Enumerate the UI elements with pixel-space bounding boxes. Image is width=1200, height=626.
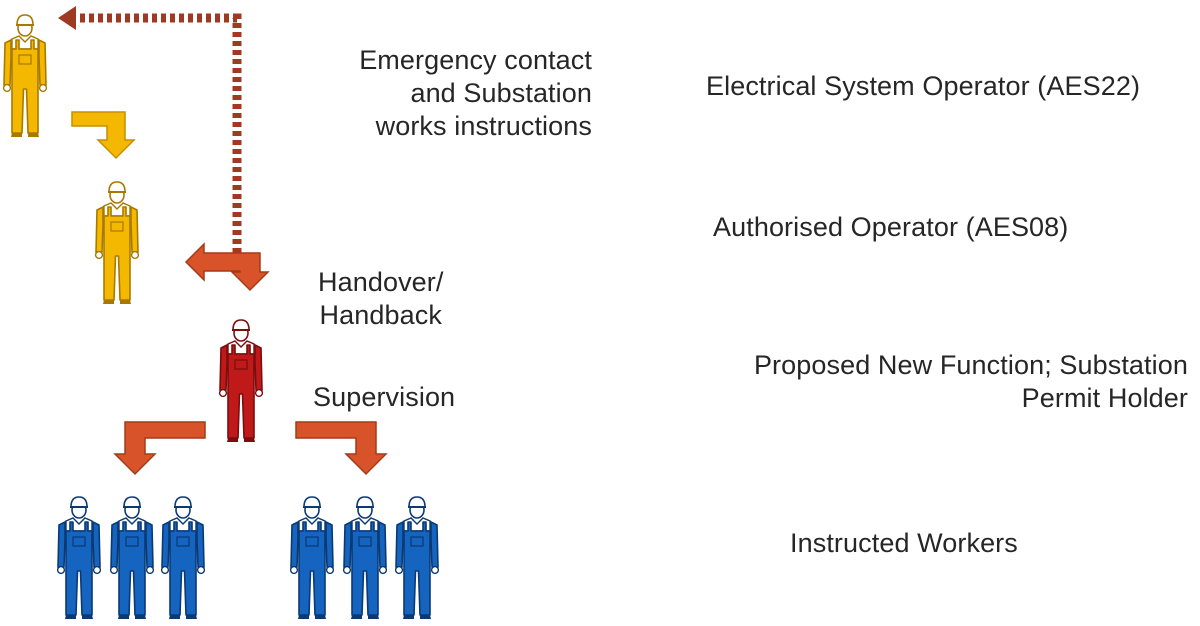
supervision-text: Supervision xyxy=(313,382,456,412)
curved-arrow-icon-supervision-right xyxy=(295,421,388,476)
worker-icon-instructed-6 xyxy=(394,496,440,619)
worker-icon-instructed-1 xyxy=(56,496,102,619)
worker-icon-eso xyxy=(2,14,48,137)
role-eso-text: Electrical System Operator (AES22) xyxy=(706,71,1141,101)
curved-arrow-icon-handover xyxy=(184,242,270,292)
worker-icon-permit-holder xyxy=(218,319,264,442)
dashed-arrow-head-icon xyxy=(58,6,76,30)
role-workers-text: Instructed Workers xyxy=(790,528,1018,558)
curved-arrow-icon-supervision-left xyxy=(113,421,206,476)
emergency-contact-label: Emergency contact and Substation works i… xyxy=(359,44,592,143)
handover-label: Handover/ Handback xyxy=(318,266,443,332)
role-label-permit-holder: Proposed New Function; Substation Permit… xyxy=(754,349,1188,415)
worker-icon-instructed-5 xyxy=(342,496,388,619)
dashed-arrow-icon xyxy=(70,13,242,262)
emergency-line-2: and Substation xyxy=(410,78,592,108)
curved-arrow-icon-yellow xyxy=(71,111,136,160)
worker-icon-instructed-3 xyxy=(160,496,206,619)
handover-line-2: Handback xyxy=(319,300,442,330)
role-ao-text: Authorised Operator (AES08) xyxy=(713,212,1069,242)
handover-line-1: Handover/ xyxy=(318,267,444,297)
worker-icon-ao xyxy=(94,181,140,304)
worker-icon-instructed-2 xyxy=(109,496,155,619)
role-label-ao: Authorised Operator (AES08) xyxy=(713,211,1068,244)
emergency-line-1: Emergency contact xyxy=(359,45,592,75)
role-permit-line-1: Proposed New Function; Substation xyxy=(753,350,1188,380)
emergency-line-3: works instructions xyxy=(375,111,592,141)
role-label-eso: Electrical System Operator (AES22) xyxy=(706,70,1140,103)
role-label-workers: Instructed Workers xyxy=(790,527,1018,560)
role-permit-line-2: Permit Holder xyxy=(1021,383,1188,413)
supervision-label: Supervision xyxy=(313,381,455,414)
worker-icon-instructed-4 xyxy=(289,496,335,619)
